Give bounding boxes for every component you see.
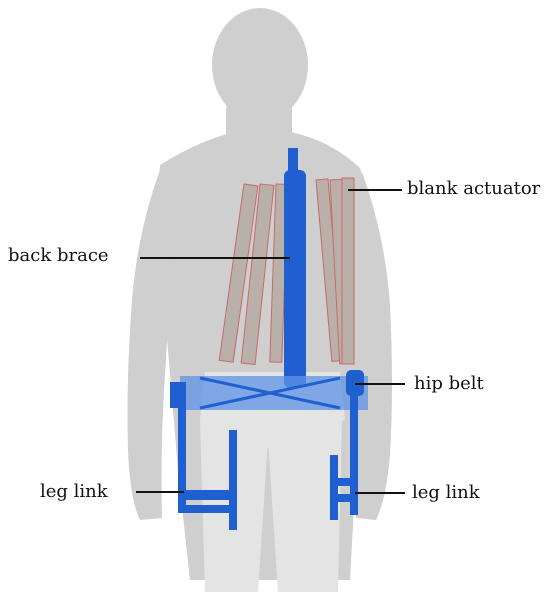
leader-line-back-brace	[140, 257, 290, 259]
label-leg-link-left: leg link	[40, 481, 108, 502]
leader-line-blank-actuator	[348, 189, 402, 191]
back-brace	[284, 148, 306, 388]
leader-line-hip-belt	[355, 383, 405, 385]
leg-link-left-frame	[178, 402, 237, 530]
actuator-left-1	[218, 183, 259, 363]
actuator-right-3	[341, 177, 355, 365]
label-leg-link-right: leg link	[412, 482, 480, 503]
head	[212, 8, 308, 122]
hip-belt	[170, 370, 368, 410]
actuator-left-2	[240, 183, 275, 366]
leader-line-leg-link-left	[136, 491, 184, 493]
actuators	[218, 177, 355, 366]
leader-line-leg-link-right	[355, 492, 405, 494]
right-leg	[268, 418, 342, 592]
label-back-brace: back brace	[8, 245, 109, 266]
leg-link-right-frame	[330, 395, 358, 520]
label-blank-actuator: blank actuator	[407, 178, 541, 199]
label-hip-belt: hip belt	[414, 373, 484, 394]
